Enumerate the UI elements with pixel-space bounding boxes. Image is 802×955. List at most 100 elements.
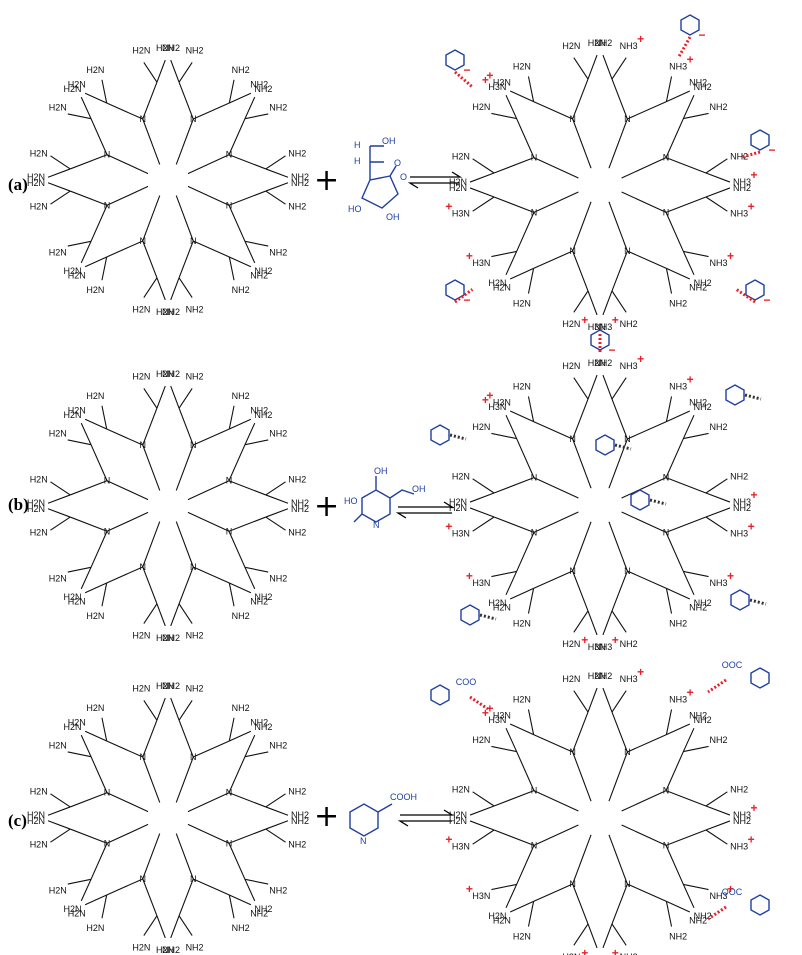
terminal-amine: NH2 — [291, 172, 309, 182]
dendrimer-branch — [265, 508, 289, 518]
protonated-amine: H3N — [493, 77, 511, 87]
terminal-amine: NH2 — [162, 945, 180, 955]
terminal-amine: NH2 — [694, 598, 712, 608]
positive-charge: + — [748, 833, 755, 847]
terminal-amine: NH2 — [269, 740, 287, 750]
dendrimer-branch — [491, 250, 517, 258]
terminal-amine: NH2 — [186, 684, 204, 694]
terminal-amine: H2N — [513, 694, 531, 704]
dendrimer-branch — [472, 158, 495, 174]
terminal-amine: NH2 — [232, 65, 250, 75]
terminal-amine: NH2 — [288, 148, 306, 158]
guest-molecule-b: HO OH OH N — [344, 466, 426, 530]
bound-nicotinate — [750, 894, 770, 916]
positive-charge: + — [466, 882, 473, 896]
protonated-amine: H3N — [452, 209, 470, 219]
terminal-amine: NH2 — [710, 422, 728, 432]
terminal-amine: NH2 — [269, 886, 287, 896]
dendrimer-branch — [627, 883, 667, 902]
guest-atom: HO — [344, 496, 358, 506]
dendrimer-branch — [527, 76, 535, 102]
protonated-amine: H3N — [493, 710, 511, 720]
dendrimer-branch — [621, 511, 667, 533]
carboxylate-label: OOC — [722, 660, 743, 670]
dendrimer-branch — [587, 923, 598, 949]
positive-charge: + — [482, 73, 489, 87]
terminal-amine: H2N — [49, 248, 67, 258]
terminal-amine: H2N — [27, 498, 45, 508]
dendrimer-branch — [682, 727, 695, 752]
dendrimer-branch — [228, 756, 246, 793]
dendrimer-a-free: NNH2NH2NH2NH2NNH2NH2NH2NH2NH2NH2NH2NH2NN… — [27, 43, 309, 317]
dendrimer-branch — [621, 477, 667, 499]
tertiary-amine: N — [624, 246, 631, 256]
guest-atom: N — [360, 836, 367, 846]
dendrimer-branch — [627, 734, 667, 753]
terminal-amine: H2N — [488, 911, 506, 921]
dendrimer-branch — [491, 432, 517, 440]
terminal-amine: NH2 — [594, 358, 612, 368]
terminal-amine: H2N — [49, 740, 67, 750]
terminal-amine: NH2 — [288, 528, 306, 538]
panel-label-c: (c) — [8, 811, 27, 830]
terminal-amine: H2N — [132, 630, 150, 640]
dendrimer-branch — [611, 57, 627, 80]
dendrimer-branch — [602, 54, 613, 80]
equilibrium-arrows-icon — [407, 171, 463, 189]
dendrimer-branch — [244, 734, 256, 757]
dendrimer-branch — [608, 521, 628, 572]
guest-atom: H — [354, 156, 361, 166]
terminal-amine: NH2 — [254, 410, 272, 420]
protonated-amine: NH3 — [730, 529, 748, 539]
dendrimer-branch — [666, 587, 691, 600]
dendrimer-branch — [101, 717, 108, 742]
dendrimer-branch — [572, 118, 592, 169]
terminal-amine: NH2 — [594, 38, 612, 48]
terminal-amine: H2N — [64, 592, 82, 602]
dendrimer-branch — [265, 806, 289, 816]
terminal-amine: H2N — [488, 278, 506, 288]
dendrimer-branch — [602, 923, 613, 949]
dendrimer-branch — [665, 829, 707, 846]
plus-operator-b: + — [314, 489, 339, 524]
dendrimer-branch — [533, 790, 579, 812]
terminal-amine: H2N — [156, 43, 174, 53]
dendrimer-branch — [611, 377, 627, 400]
terminal-amine: NH2 — [250, 718, 268, 728]
dendrimer-branch — [80, 879, 92, 902]
dendrimer-branch — [572, 570, 589, 612]
positive-charge: + — [637, 665, 644, 679]
dendrimer-branch — [469, 820, 495, 831]
dendrimer-branch — [533, 511, 579, 533]
positive-charge: + — [637, 352, 644, 366]
dendrimer-branch — [80, 241, 92, 264]
dendrimer-branch — [611, 883, 628, 925]
dendrimer-branch — [175, 195, 194, 242]
terminal-amine: H2N — [449, 497, 467, 507]
negative-charge: − — [608, 343, 615, 357]
dendrimer-branch — [265, 820, 289, 830]
positive-charge: + — [486, 68, 493, 82]
dendrimer-branch — [665, 477, 707, 494]
terminal-amine: H2N — [49, 102, 67, 112]
dendrimer-branch — [527, 588, 535, 614]
protonated-amine: H3N — [472, 578, 490, 588]
dendrimer-branch — [193, 566, 230, 584]
terminal-amine: H2N — [86, 391, 104, 401]
terminal-amine: NH2 — [694, 278, 712, 288]
bound-ascorbate — [680, 14, 700, 36]
terminal-amine: NH2 — [689, 916, 707, 926]
protonated-amine: NH3 — [730, 842, 748, 852]
terminal-amine: NH2 — [694, 911, 712, 921]
dendrimer-branch — [193, 878, 230, 896]
dendrimer-branch — [572, 521, 592, 572]
dendrimer-branch — [665, 588, 673, 614]
terminal-amine: H2N — [86, 703, 104, 713]
positive-charge: + — [637, 32, 644, 46]
dendrimer-branch — [533, 157, 579, 179]
dendrimer-branch — [469, 172, 495, 183]
terminal-amine: H2N — [132, 46, 150, 56]
protonated-amine: NH3 — [730, 209, 748, 219]
terminal-amine: H2N — [132, 304, 150, 314]
dendrimer-branch — [621, 824, 667, 846]
